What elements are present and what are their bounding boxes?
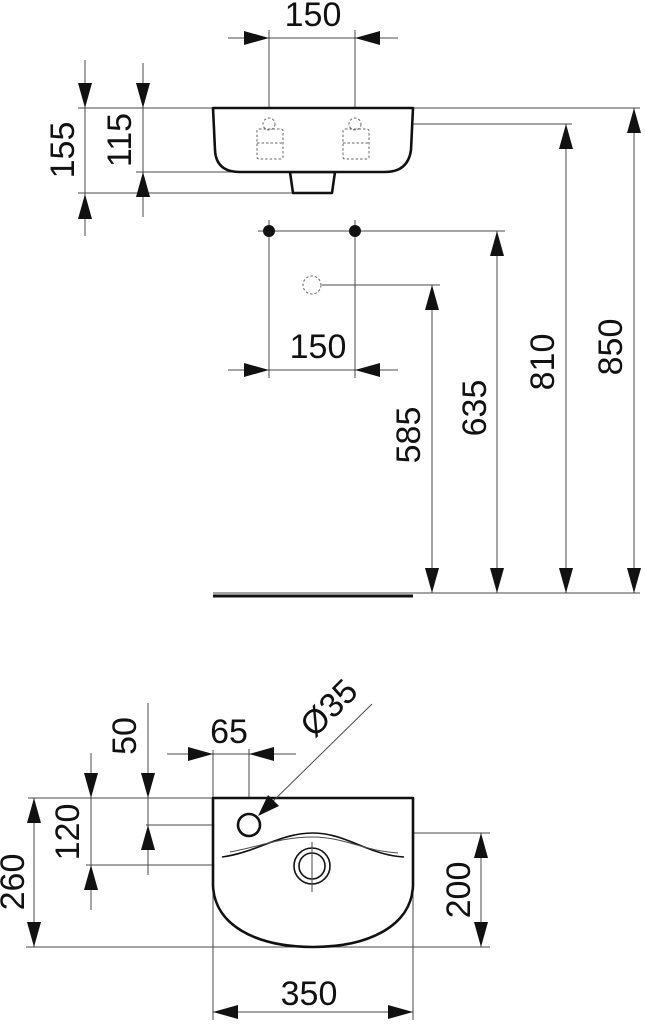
arrow-icon [141, 825, 155, 850]
dim-tap-hole-diameter: Ø35 [293, 672, 365, 744]
arrow-icon [141, 773, 155, 798]
arrow-icon [355, 363, 380, 377]
arrow-icon [78, 83, 92, 108]
dim-width: 350 [281, 975, 338, 1013]
basin-plan-outline [211, 796, 415, 949]
tap-hole-icon [348, 117, 362, 131]
arrow-icon [559, 124, 573, 149]
tap-hole-icon [236, 812, 262, 838]
arrow-icon [388, 1005, 413, 1019]
arrow-icon [474, 833, 488, 858]
arrow-icon [474, 922, 488, 947]
dim-tap-depth: 50 [106, 717, 144, 755]
dim-rim-height: 850 [592, 319, 630, 376]
supply-point-icon [263, 225, 275, 237]
dim-tap-offset: 65 [210, 713, 248, 751]
basin-side-outline [211, 106, 415, 174]
arrow-icon [27, 798, 41, 823]
arrow-icon [244, 363, 269, 377]
arrow-icon [627, 108, 641, 133]
leader-line [261, 703, 373, 813]
dim-overall-depth: 260 [0, 854, 32, 911]
plan-view: Ø35 65 50 120 260 200 350 [0, 672, 490, 1020]
dim-overall-height: 155 [44, 122, 82, 179]
arrow-icon [258, 795, 279, 816]
arrow-icon [84, 865, 98, 890]
arrow-icon [78, 194, 92, 219]
arrow-icon [244, 31, 269, 45]
arrow-icon [355, 31, 380, 45]
waste-outlet-icon [302, 275, 322, 295]
dim-tap-spacing: 150 [285, 0, 342, 34]
arrow-icon [490, 568, 504, 593]
arrow-icon [27, 922, 41, 947]
dim-basin-height: 115 [101, 113, 139, 167]
arrow-icon [249, 747, 274, 761]
arrow-icon [490, 231, 504, 256]
arrow-icon [188, 747, 213, 761]
arrow-icon [627, 568, 641, 593]
trap-outline [288, 170, 337, 195]
arrow-icon [425, 568, 439, 593]
dim-waste-height: 585 [390, 407, 428, 464]
arrow-icon [136, 83, 150, 108]
supply-point-icon [349, 225, 361, 237]
arrow-icon [559, 568, 573, 593]
arrow-icon [425, 285, 439, 310]
arrow-icon [84, 773, 98, 798]
tap-body-hidden [256, 128, 284, 160]
tap-hole-icon [262, 117, 276, 131]
tap-body-hidden [342, 128, 370, 160]
arrow-icon [213, 1005, 238, 1019]
side-view: 150 155 115 15 [44, 0, 641, 598]
arrow-icon [136, 172, 150, 197]
dim-tap-height: 810 [524, 334, 562, 391]
dim-supply-height: 635 [456, 380, 494, 437]
bowl-edge [221, 832, 405, 858]
dim-wall-tap-spacing: 150 [290, 328, 347, 366]
dim-bowl-depth: 200 [440, 862, 478, 919]
bowl-edge-inner [229, 836, 399, 854]
dim-drain-depth: 120 [49, 804, 87, 861]
